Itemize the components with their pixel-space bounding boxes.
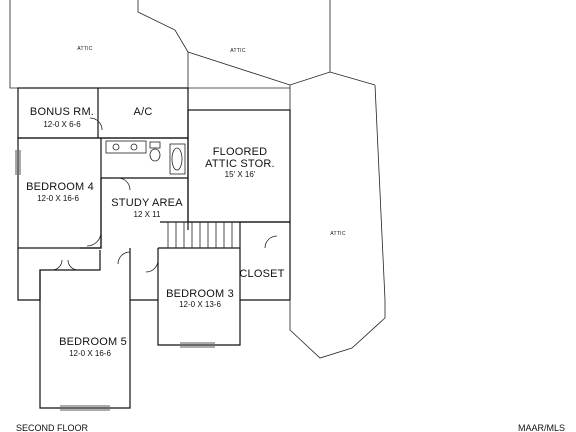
watermark: MAAR/MLS: [518, 423, 565, 432]
bedroom4-name: BEDROOM 4: [26, 181, 94, 193]
bonus-room-name: BONUS RM.: [30, 106, 94, 118]
closet-name: CLOSET: [239, 268, 284, 280]
study-area-name: STUDY AREA: [111, 197, 183, 209]
floored-attic-name-line2: ATTIC STOR.: [205, 158, 275, 170]
bedroom3-dims: 12-0 X 13-6: [179, 300, 221, 309]
floored-attic-name-line1: FLOORED: [213, 146, 268, 158]
ac-room-name: A/C: [134, 106, 153, 118]
roof-outline: [9, 0, 386, 359]
bathroom-fixtures: [105, 140, 186, 175]
attic-label-center: ATTIC: [230, 48, 246, 54]
walls: [17, 87, 291, 409]
stairs: [167, 221, 241, 249]
study-area-dims: 12 X 11: [134, 210, 162, 219]
bedroom5-name: BEDROOM 5: [59, 336, 127, 348]
floored-attic-dims: 15' X 16': [225, 170, 256, 179]
attic-label-right: ATTIC: [330, 231, 346, 237]
windows: [15, 150, 215, 411]
floor-label: SECOND FLOOR: [16, 423, 89, 432]
attic-label-left: ATTIC: [77, 46, 93, 52]
bedroom3-name: BEDROOM 3: [166, 288, 234, 300]
bedroom4-dims: 12-0 X 16-6: [37, 194, 79, 203]
door-swings: [51, 117, 278, 273]
bonus-room-dims: 12-0 X 6-6: [43, 120, 81, 129]
bedroom5-dims: 12-0 X 16-6: [69, 349, 111, 358]
